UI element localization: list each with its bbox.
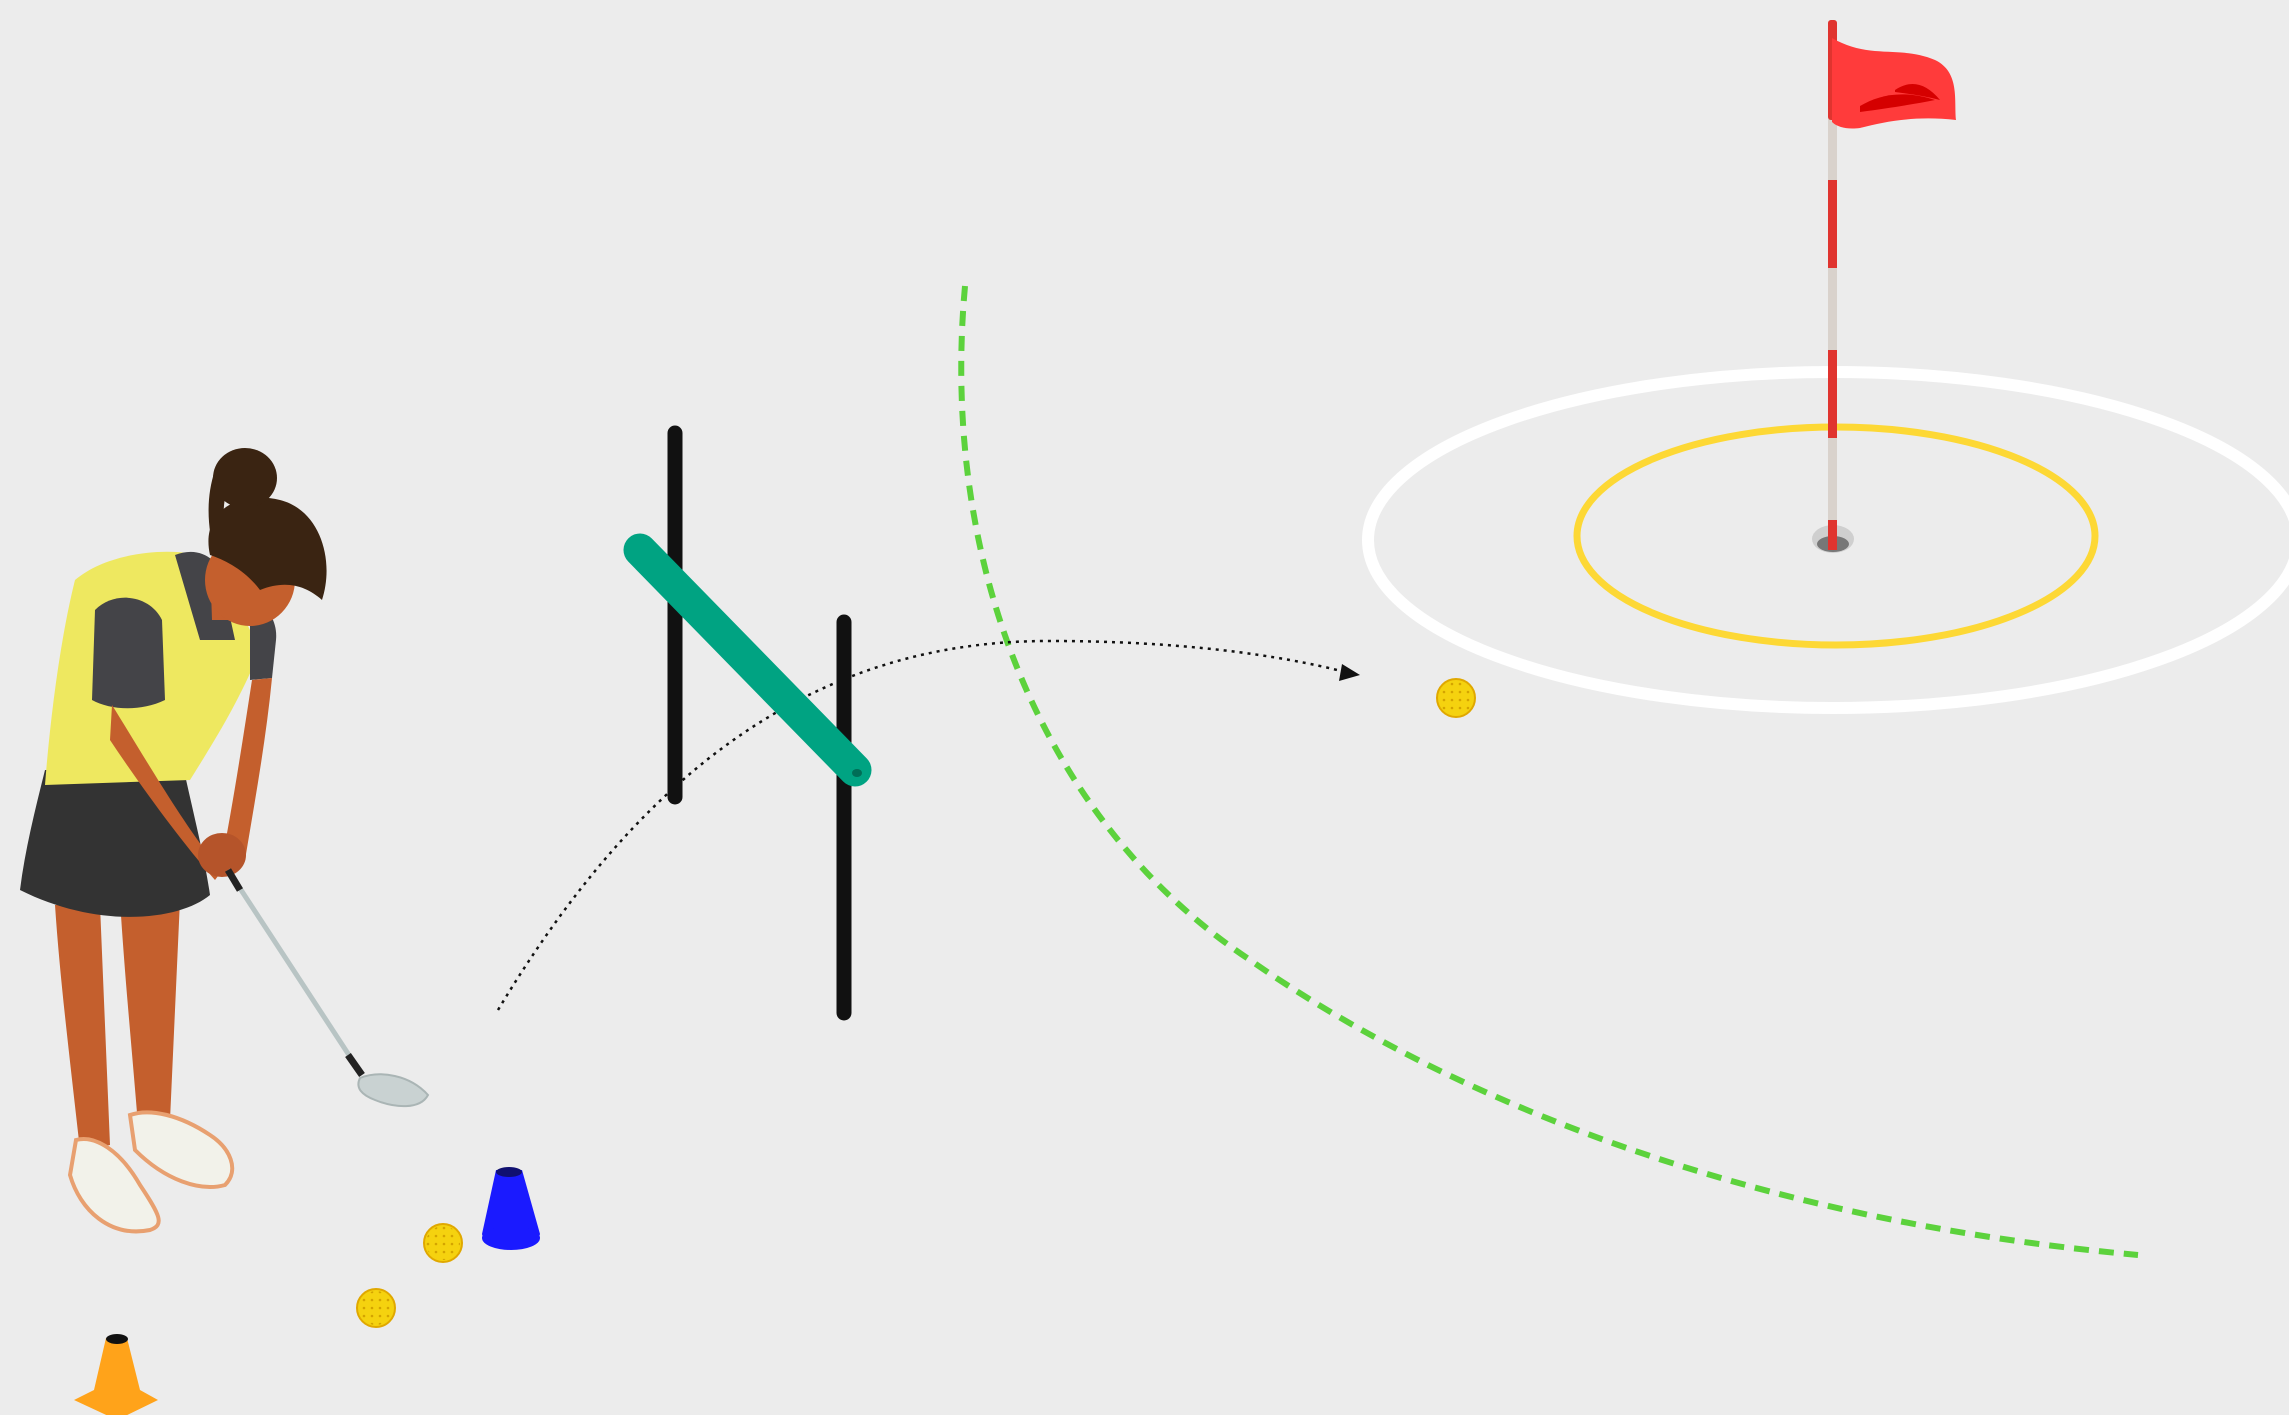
golfer-figure: [20, 448, 428, 1231]
golf-club-head-icon: [358, 1074, 428, 1106]
shoe-front-icon: [130, 1112, 232, 1187]
cone-blue-icon: [482, 1167, 540, 1250]
golf-ball-target: [1437, 679, 1475, 717]
cone-orange-icon: [74, 1334, 158, 1415]
arrowhead-icon: [1339, 664, 1360, 681]
golf-ball-2: [357, 1289, 395, 1327]
golf-ball-1: [424, 1224, 462, 1262]
golf-club-shaft: [228, 870, 362, 1075]
shot-path: [498, 641, 1360, 1010]
boundary-arc: [961, 286, 2138, 1255]
alignment-gate: [640, 433, 862, 1013]
flag-icon: [1832, 38, 1956, 129]
skirt: [20, 770, 210, 917]
